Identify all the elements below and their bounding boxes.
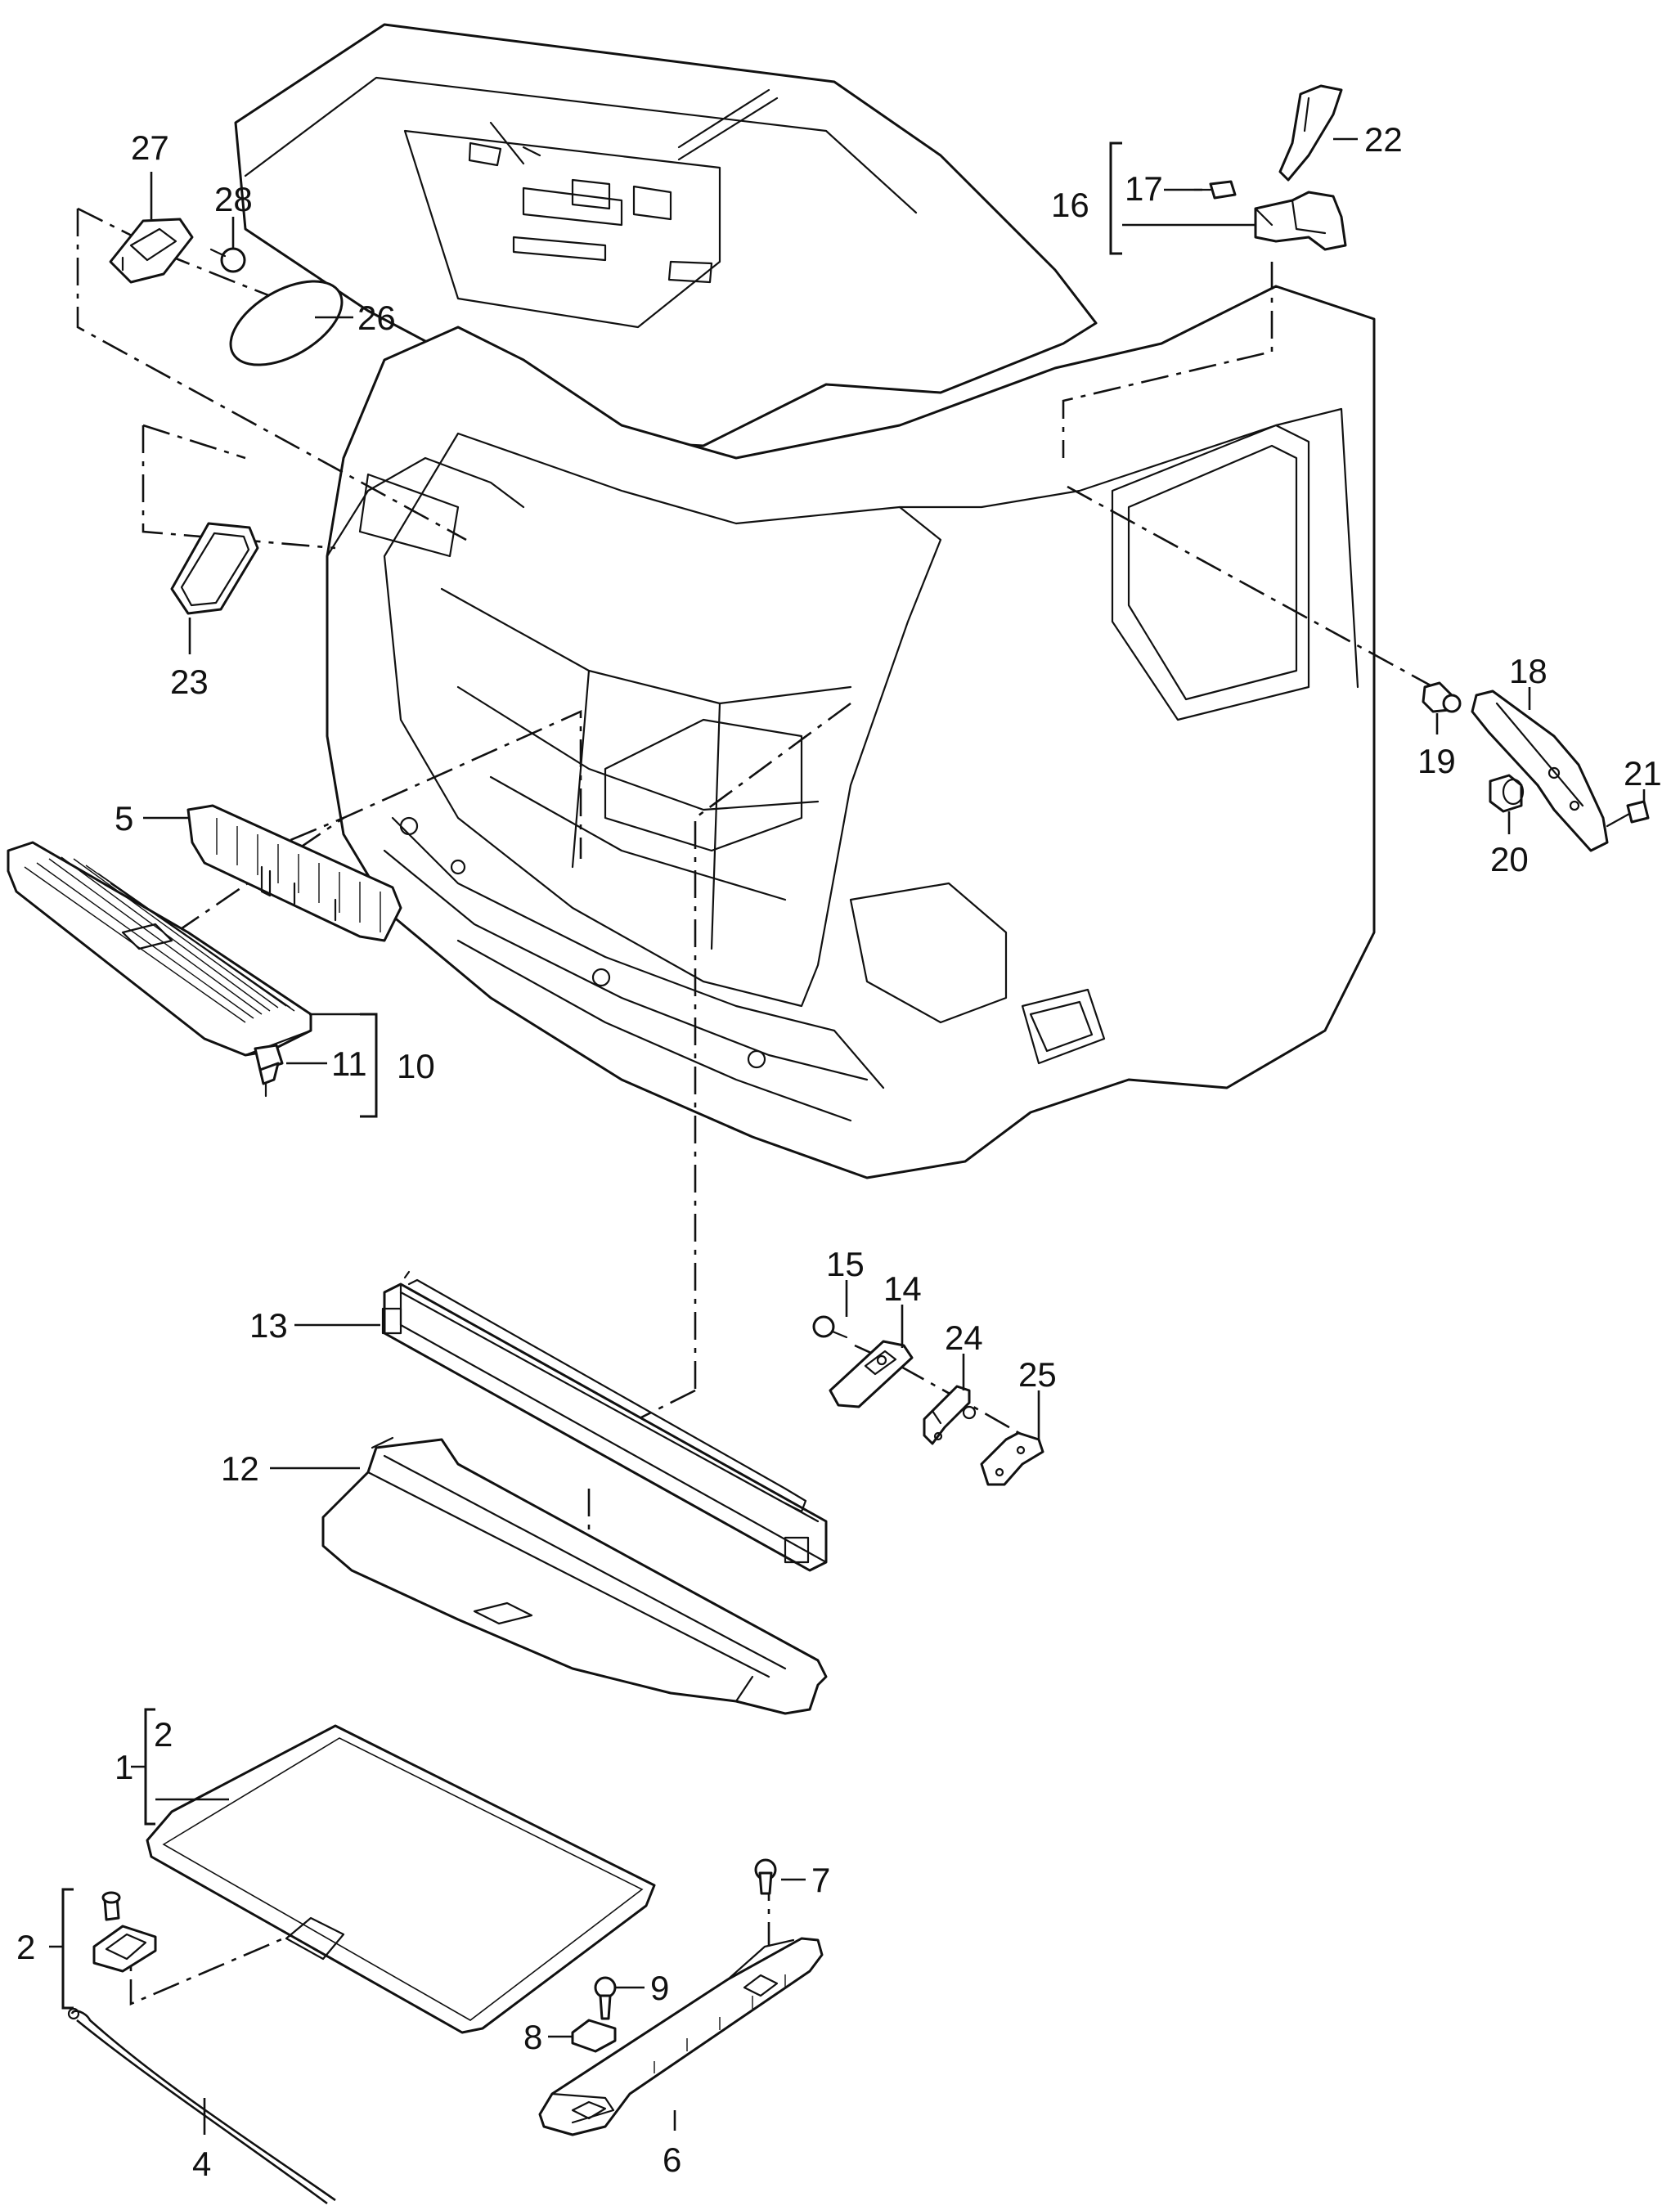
callout-15: 15: [826, 1245, 865, 1283]
callout-18: 18: [1509, 652, 1547, 690]
callout-19: 19: [1417, 742, 1456, 780]
part-21-screw: [1606, 800, 1650, 828]
callout-5: 5: [115, 799, 133, 838]
part-15-screw: [812, 1315, 848, 1339]
part-2-handle: [92, 1891, 157, 1973]
part-26-seal: [229, 280, 344, 366]
callout-9: 9: [650, 1969, 669, 2007]
callout-labels: 1 2 2 4 5 6 7 8 9 10 11 12 13 14 15 16 1…: [16, 120, 1662, 2183]
part-6-retaining-bracket: [538, 1937, 824, 2136]
callout-7: 7: [811, 1861, 830, 1899]
callout-10: 10: [397, 1047, 435, 1085]
part-7-screw: [754, 1858, 777, 1895]
callout-20: 20: [1490, 840, 1529, 878]
part-27-holder: [109, 218, 194, 284]
callout-26: 26: [357, 299, 396, 337]
callout-22: 22: [1364, 120, 1403, 159]
callout-13: 13: [249, 1306, 288, 1345]
part-22-cover: [1278, 84, 1343, 182]
part-16-trim: [1254, 191, 1347, 251]
part-25-bracket: [980, 1431, 1044, 1486]
callout-6: 6: [663, 2140, 681, 2179]
callout-14: 14: [883, 1269, 922, 1308]
callout-28: 28: [214, 180, 253, 218]
callout-17: 17: [1125, 169, 1163, 208]
part-11-clip: [254, 1044, 284, 1098]
callout-16: 16: [1051, 186, 1089, 224]
part-10-loading-edge-cover: [7, 841, 312, 1057]
part-20-spacer: [1489, 774, 1525, 813]
part-9-screw: [594, 1976, 617, 2020]
callout-12: 12: [221, 1449, 259, 1488]
callout-25: 25: [1018, 1355, 1057, 1394]
callout-27: 27: [131, 128, 169, 167]
callout-4: 4: [192, 2145, 211, 2183]
callout-2-floor: 2: [154, 1715, 173, 1754]
tailgate: [234, 23, 1098, 447]
part-28-screw: [209, 247, 246, 273]
callout-23: 23: [170, 663, 209, 701]
part-23-seal: [170, 522, 259, 615]
callout-11: 11: [331, 1044, 367, 1083]
part-8-clip: [571, 2019, 617, 2053]
part-1-floor-cover: [146, 1724, 656, 2034]
part-13-luggage-net-cassette: [381, 1270, 828, 1572]
vehicle-rear-body: [234, 23, 1376, 1179]
part-19-clip: [1422, 681, 1462, 713]
part-18-pillar-trim: [1471, 690, 1609, 852]
callout-1: 1: [115, 1748, 133, 1786]
part-24-bracket: [923, 1385, 977, 1445]
callout-21: 21: [1624, 754, 1662, 793]
body-shell: [326, 285, 1376, 1179]
callout-2-handle: 2: [16, 1928, 35, 1966]
callout-24: 24: [945, 1318, 983, 1357]
callout-8: 8: [523, 2018, 542, 2056]
part-12-roller-blind: [321, 1436, 828, 1715]
part-5-edge-trim: [186, 804, 402, 942]
part-14-bracket: [829, 1340, 914, 1408]
label-leaders: [49, 137, 1646, 2135]
